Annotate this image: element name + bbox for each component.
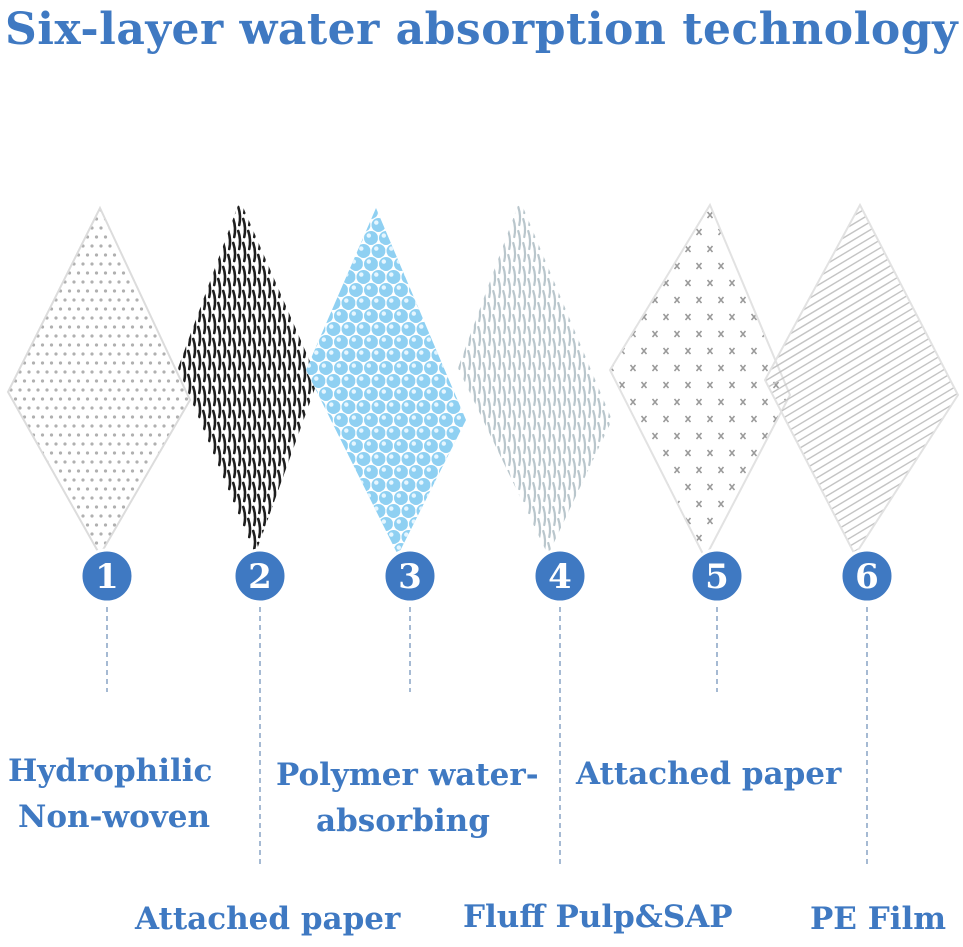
layer-2-number: 2	[248, 557, 272, 597]
layer-3-number: 3	[398, 557, 422, 597]
layer-2-label-line-1: Attached paper	[135, 901, 401, 937]
layer-1-label-line-1: Hydrophilic	[8, 753, 213, 789]
layer-1-shape	[6, 205, 192, 558]
layer-3-shape	[306, 208, 466, 555]
layer-1-number: 1	[95, 557, 119, 597]
layer-4-label: Fluff Pulp&SAP	[463, 894, 733, 940]
layer-2-label: Attached paper	[135, 896, 400, 942]
layer-3-label-line-2: absorbing	[316, 803, 490, 839]
layer-3-badge	[382, 548, 438, 604]
layer-6-label: PE Film	[810, 896, 946, 942]
layer-6-label-line-1: PE Film	[810, 901, 947, 937]
layer-1-badge	[79, 548, 135, 604]
layer-2-badge	[232, 548, 288, 604]
layer-4-badge	[532, 548, 588, 604]
layer-5-label-line-1: Attached paper	[576, 756, 842, 792]
layer-3-label-line-1: Polymer water-	[276, 757, 539, 793]
layer-1-label-line-2: Non-woven	[18, 799, 211, 835]
layer-5-badge	[689, 548, 745, 604]
layer-5-label: Attached paper	[576, 751, 841, 797]
layer-6-badge	[839, 548, 895, 604]
layer-4-shape	[458, 200, 612, 555]
page-title: Six-layer water absorption technology	[4, 4, 959, 55]
layer-2-shape	[178, 200, 318, 555]
layer-6-shape	[763, 202, 960, 557]
layer-4-label-line-1: Fluff Pulp&SAP	[463, 899, 733, 935]
layer-1-label: Hydrophilic Non-woven	[8, 748, 212, 840]
layer-3-label: Polymer water- absorbing	[276, 752, 539, 844]
layer-5-shape	[608, 202, 792, 561]
layer-4-number: 4	[548, 557, 572, 597]
layer-5-number: 5	[705, 557, 729, 597]
layer-6-number: 6	[855, 557, 879, 597]
